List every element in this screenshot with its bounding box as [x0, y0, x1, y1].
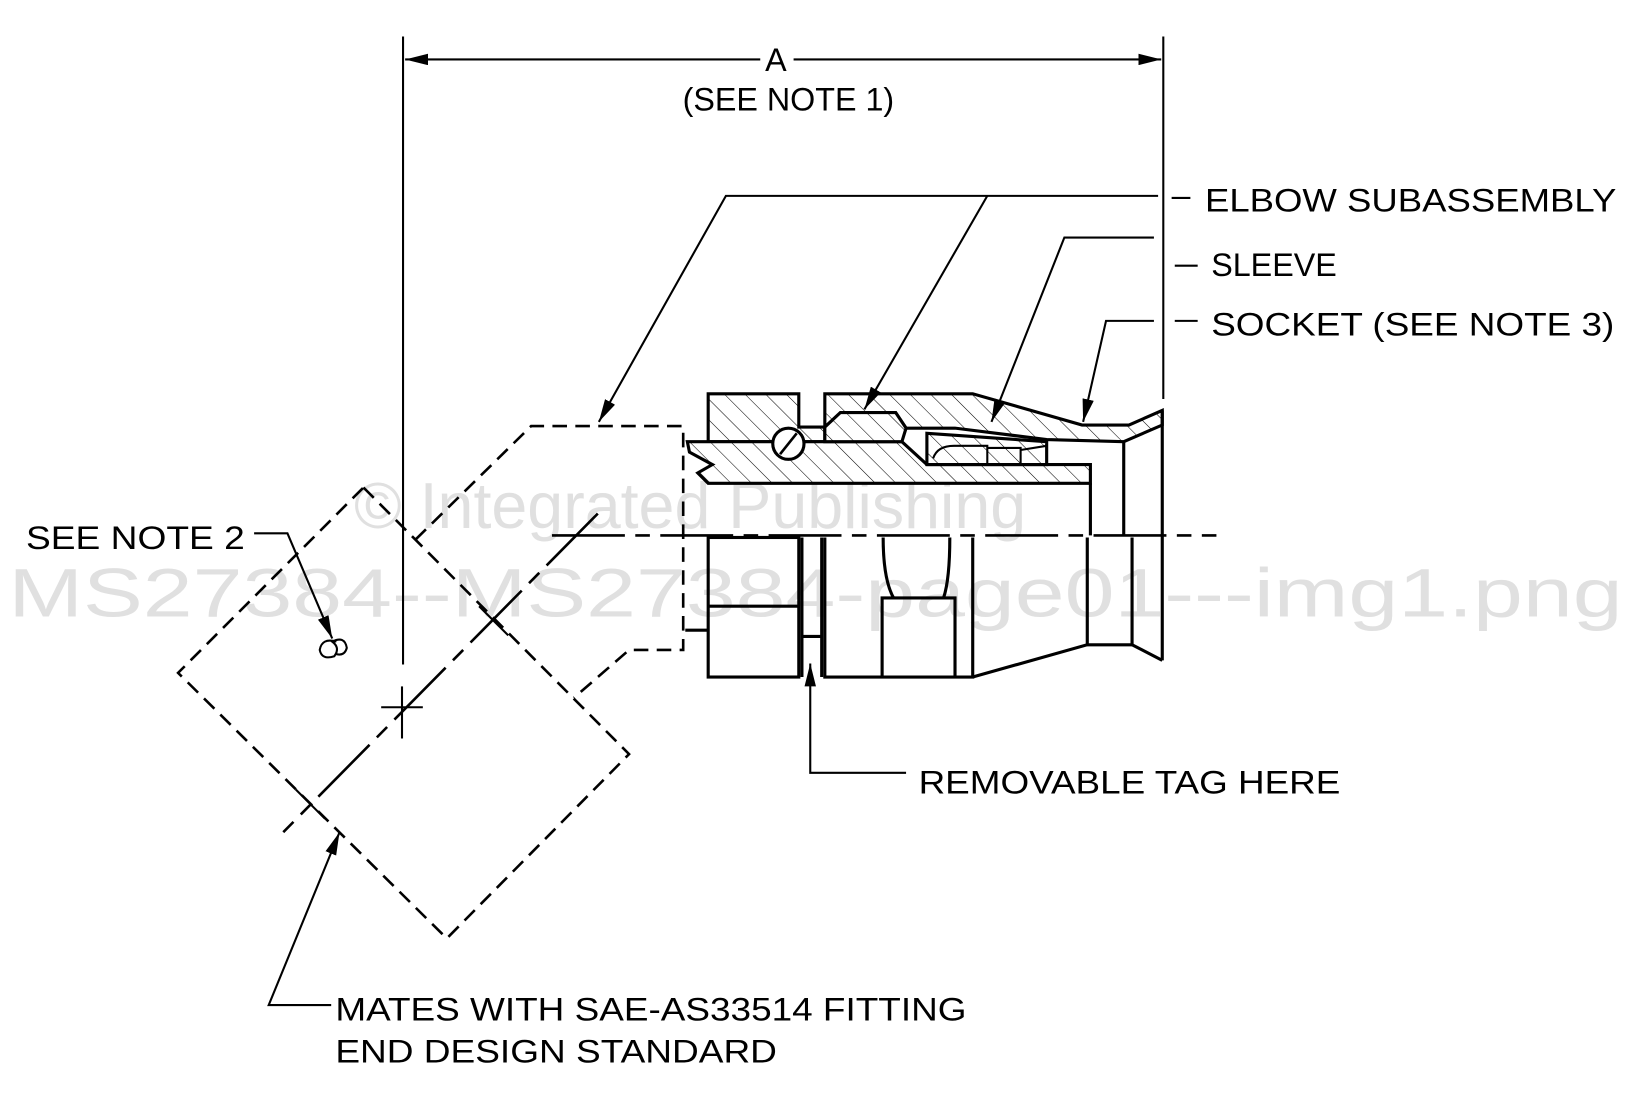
scroll-symbol-icon [318, 638, 348, 659]
label-sleeve: SLEEVE [1211, 247, 1337, 283]
phantom-fitting-outline [176, 424, 685, 941]
label-end-design-standard: END DESIGN STANDARD [335, 1033, 777, 1069]
dimension-label: A [765, 42, 787, 78]
dimension-note: (SEE NOTE 1) [683, 81, 895, 117]
elbow-ridge-section [823, 410, 908, 444]
label-elbow-subassembly: ELBOW SUBASSEMBLY [1205, 183, 1616, 219]
nut-section [706, 392, 827, 444]
centerline-tick [478, 605, 509, 637]
sleeve-teeth [932, 444, 1047, 465]
callout-sleeve: SLEEVE [990, 236, 1337, 423]
callout-mates-with: MATES WITH SAE-AS33514 FITTING END DESIG… [267, 831, 966, 1069]
label-socket: SOCKET (SEE NOTE 3) [1211, 306, 1614, 342]
label-removable-tag: REMOVABLE TAG HERE [919, 765, 1341, 801]
callout-removable-tag: REMOVABLE TAG HERE [804, 663, 1341, 801]
label-mates-with: MATES WITH SAE-AS33514 FITTING [335, 992, 966, 1028]
callout-elbow-subassembly: ELBOW SUBASSEMBLY [597, 183, 1616, 423]
o-ring-mark [779, 432, 798, 455]
watermark-filename: MS27384--MS27384-page01---img1.png [8, 555, 1622, 632]
callout-see-note-2: SEE NOTE 2 [26, 520, 334, 639]
callout-socket: SOCKET (SEE NOTE 3) [1082, 306, 1614, 423]
fitting-outside-lower [685, 535, 1163, 679]
label-see-note-2: SEE NOTE 2 [26, 520, 245, 556]
centerline-tick [295, 788, 326, 820]
dimension-a: A (SEE NOTE 1) [400, 36, 1165, 739]
fitting-centerline [282, 512, 599, 834]
